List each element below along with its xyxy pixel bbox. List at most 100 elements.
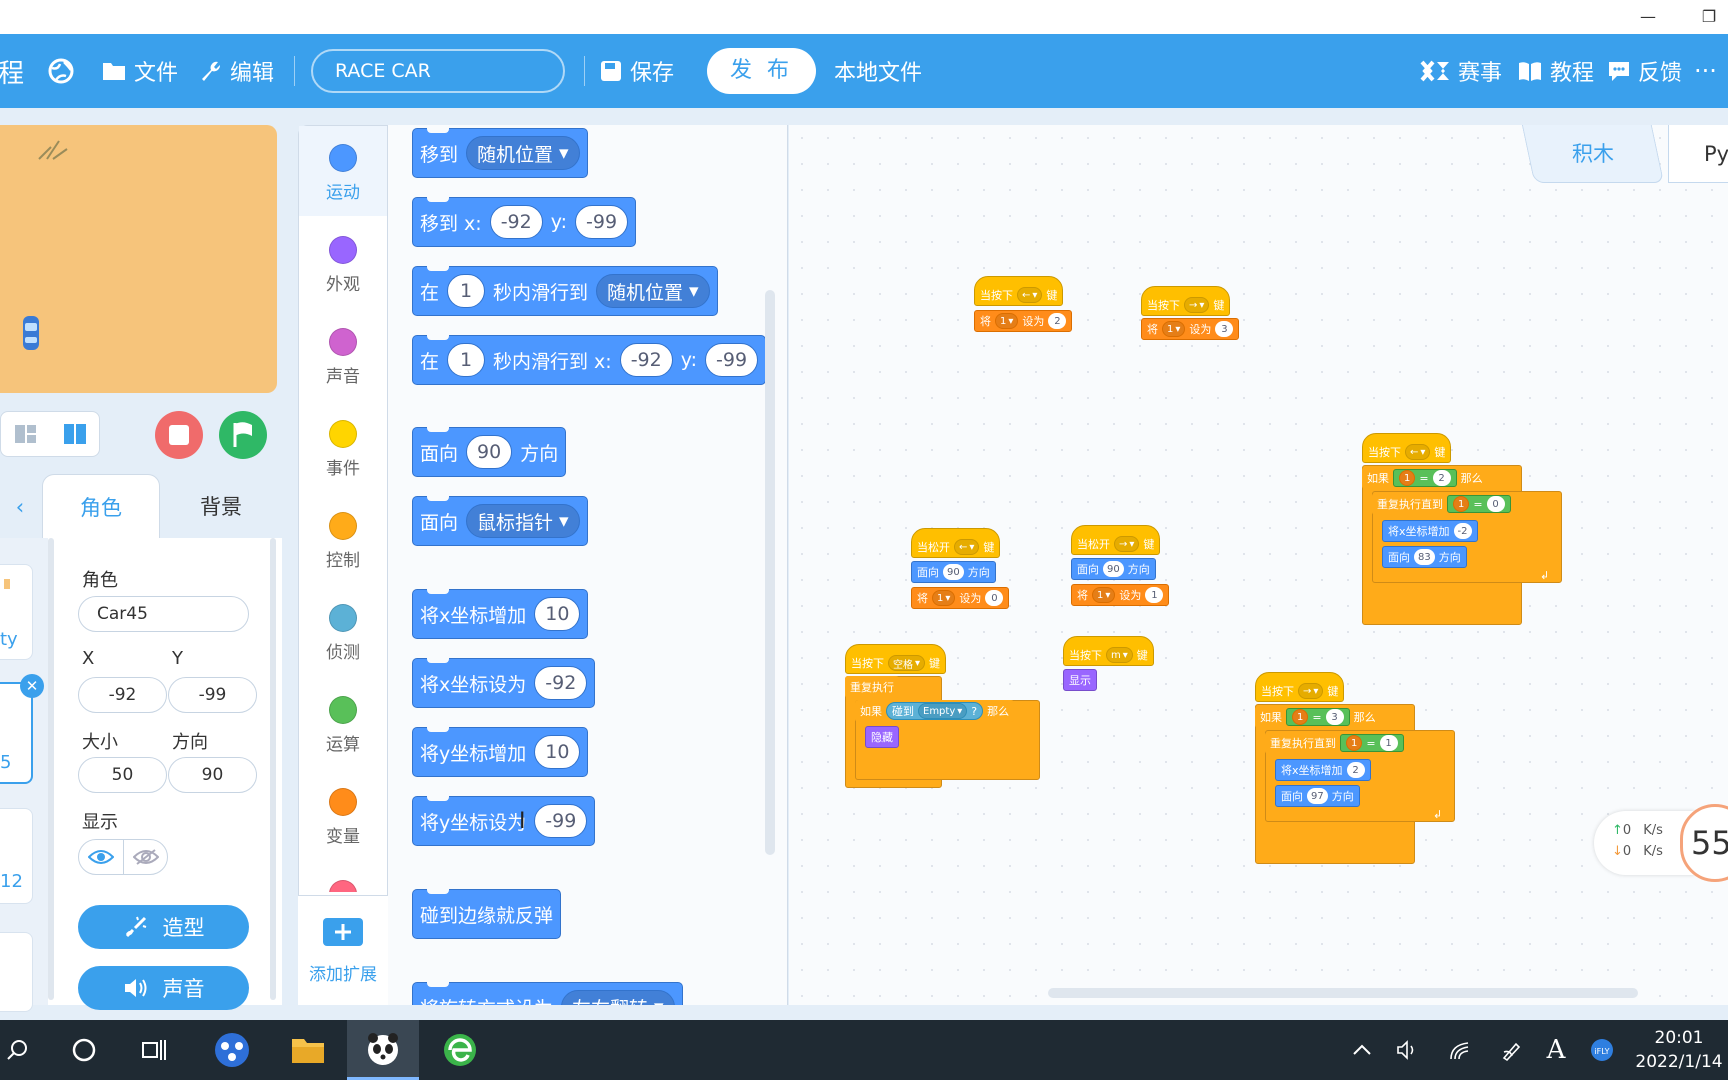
taskbar-app-ide[interactable]	[204, 1020, 260, 1080]
show-block[interactable]: 显示	[1063, 669, 1097, 691]
key-dropdown[interactable]: m▾	[1106, 647, 1133, 663]
value-input[interactable]: 2	[1048, 313, 1067, 329]
canvas-scrollbar[interactable]	[1048, 988, 1638, 998]
equals-condition[interactable]: 1 = 0	[1447, 495, 1511, 513]
point-direction-block[interactable]: 面向 83 方向	[1382, 546, 1467, 568]
minimize-button[interactable]: —	[1640, 7, 1656, 26]
category-operators[interactable]: 运算	[299, 678, 387, 768]
palette-block-set-x[interactable]: 将x坐标设为 -92	[412, 658, 596, 708]
code-canvas[interactable]: 积木 Py 当按下 ←▾ 键 将 1▾ 设为 2 当按下 →▾ 键	[789, 125, 1728, 1005]
change-x-input[interactable]: 2	[1346, 762, 1365, 778]
set-variable-block[interactable]: 将 1▾ 设为 1	[1071, 584, 1170, 606]
when-key-released-block[interactable]: 当松开 →▾ 键	[1071, 525, 1161, 555]
point-direction-block[interactable]: 面向 90 方向	[911, 561, 996, 583]
x-input[interactable]: -92	[78, 677, 167, 713]
taskbar-app-browser[interactable]	[432, 1020, 488, 1080]
palette-block-point-towards[interactable]: 面向 鼠标指针▾	[412, 496, 588, 546]
key-dropdown[interactable]: →▾	[1114, 536, 1140, 552]
variable-reporter[interactable]: 1	[1346, 735, 1363, 751]
stage[interactable]	[0, 125, 277, 393]
key-dropdown[interactable]: ←▾	[954, 539, 980, 555]
project-name-input[interactable]: RACE CAR	[311, 49, 565, 93]
task-view-button[interactable]	[128, 1020, 180, 1080]
palette-block-bounce[interactable]: 碰到边缘就反弹	[412, 889, 562, 939]
change-x-input[interactable]: -2	[1453, 523, 1472, 539]
change-x-block[interactable]: 将x坐标增加 -2	[1382, 520, 1478, 542]
tutorial-link[interactable]: 教程	[1518, 34, 1594, 108]
hide-sprite-button[interactable]	[123, 840, 167, 874]
sprite-thumb-selected[interactable]: 5	[0, 682, 33, 784]
direction-input[interactable]: 97	[1307, 788, 1328, 804]
if-block[interactable]: 如果 碰到 Empty▾ ? 那么	[855, 700, 1015, 722]
set-variable-block[interactable]: 将 1▾ 设为 3	[1141, 318, 1240, 340]
local-file-button[interactable]: 本地文件	[834, 61, 923, 86]
sprite-panel-scrollbar[interactable]	[270, 538, 276, 1000]
tab-partial[interactable]: ‹	[0, 474, 40, 540]
palette-block-glide[interactable]: 在 1 秒内滑行到 随机位置▾	[412, 266, 718, 316]
goto-target-dropdown[interactable]: 随机位置▾	[466, 136, 580, 170]
if-block[interactable]: 如果 1 = 2 那么	[1362, 467, 1488, 489]
category-control[interactable]: 控制	[299, 494, 387, 584]
sound-button[interactable]: 声音	[78, 966, 249, 1010]
set-variable-block[interactable]: 将 1▾ 设为 2	[974, 310, 1073, 332]
direction-input[interactable]: 90	[168, 757, 257, 793]
value-input[interactable]: 3	[1215, 321, 1234, 337]
key-dropdown[interactable]: ←▾	[1405, 444, 1431, 460]
variable-dropdown[interactable]: 1▾	[932, 590, 956, 606]
save-button[interactable]: 保存	[600, 34, 674, 108]
sprite-list-scrollbar[interactable]	[48, 538, 54, 1000]
more-menu[interactable]: ···	[1694, 57, 1717, 85]
forever-block[interactable]: 重复执行	[845, 676, 899, 698]
sprite-thumb[interactable]: ty	[0, 564, 33, 660]
add-extension-button[interactable]: 添加扩展	[298, 895, 388, 1005]
taskbar-app-panda[interactable]	[347, 1020, 419, 1080]
glide-secs-input[interactable]: 1	[447, 274, 486, 308]
direction-input[interactable]: 90	[1103, 561, 1124, 577]
change-y-input[interactable]: 10	[534, 735, 581, 769]
when-key-pressed-block[interactable]: 当按下 ←▾ 键	[974, 276, 1064, 306]
size-input[interactable]: 50	[78, 757, 167, 793]
publish-button[interactable]: 发 布	[707, 48, 816, 94]
palette-block-change-x[interactable]: 将x坐标增加 10	[412, 589, 589, 639]
large-stage-button[interactable]	[57, 416, 93, 452]
compare-input[interactable]: 3	[1325, 709, 1344, 725]
category-events[interactable]: 事件	[299, 402, 387, 492]
tab-sprite[interactable]: 角色	[42, 474, 160, 540]
taskbar-clock[interactable]: 20:01 2022/1/14	[1630, 1026, 1728, 1074]
category-sensing[interactable]: 侦测	[299, 586, 387, 676]
small-stage-button[interactable]	[7, 416, 43, 452]
touch-target-dropdown[interactable]: Empty▾	[918, 703, 968, 719]
glide-x-input[interactable]: -92	[619, 343, 673, 377]
palette-block-set-y[interactable]: 将y坐标设为 -99	[412, 796, 596, 846]
palette-block-rotation-style[interactable]: 将旋转方式设为 左右翻转▾	[412, 982, 683, 1005]
pen-button[interactable]	[1496, 1020, 1528, 1080]
repeat-until-block[interactable]: 重复执行直到 1 = 0	[1372, 493, 1516, 515]
stop-button[interactable]	[155, 411, 203, 459]
value-input[interactable]: 0	[985, 590, 1004, 606]
performance-ring[interactable]: 55	[1680, 804, 1728, 882]
category-variables[interactable]: 变量	[299, 770, 387, 860]
key-dropdown[interactable]: →▾	[1298, 683, 1324, 699]
when-key-pressed-block[interactable]: 当按下 →▾ 键	[1255, 672, 1345, 702]
category-more[interactable]	[299, 862, 387, 892]
delete-sprite-icon[interactable]: ✕	[20, 674, 44, 698]
category-sound[interactable]: 声音	[299, 310, 387, 400]
if-block[interactable]: 如果 1 = 3 那么	[1255, 706, 1381, 728]
when-key-pressed-block[interactable]: 当按下 ←▾ 键	[1362, 433, 1452, 463]
variable-reporter[interactable]: 1	[1399, 470, 1416, 486]
direction-input[interactable]: 83	[1414, 549, 1435, 565]
show-sprite-button[interactable]	[79, 840, 123, 874]
sprite-thumb[interactable]: 12	[0, 808, 33, 904]
sprite-name-input[interactable]: Car45	[78, 596, 249, 632]
point-direction-block[interactable]: 面向 90 方向	[1071, 558, 1156, 580]
equals-condition[interactable]: 1 = 1	[1340, 734, 1404, 752]
compare-input[interactable]: 1	[1379, 735, 1398, 751]
category-looks[interactable]: 外观	[299, 218, 387, 308]
palette-block-goto[interactable]: 移到 随机位置▾	[412, 128, 588, 178]
language-button[interactable]	[46, 34, 76, 108]
variable-dropdown[interactable]: 1▾	[1162, 321, 1186, 337]
variable-reporter[interactable]: 1	[1292, 709, 1309, 725]
file-menu[interactable]: 文件	[102, 34, 178, 108]
value-input[interactable]: 1	[1145, 587, 1164, 603]
feedback-link[interactable]: 反馈	[1608, 34, 1682, 108]
